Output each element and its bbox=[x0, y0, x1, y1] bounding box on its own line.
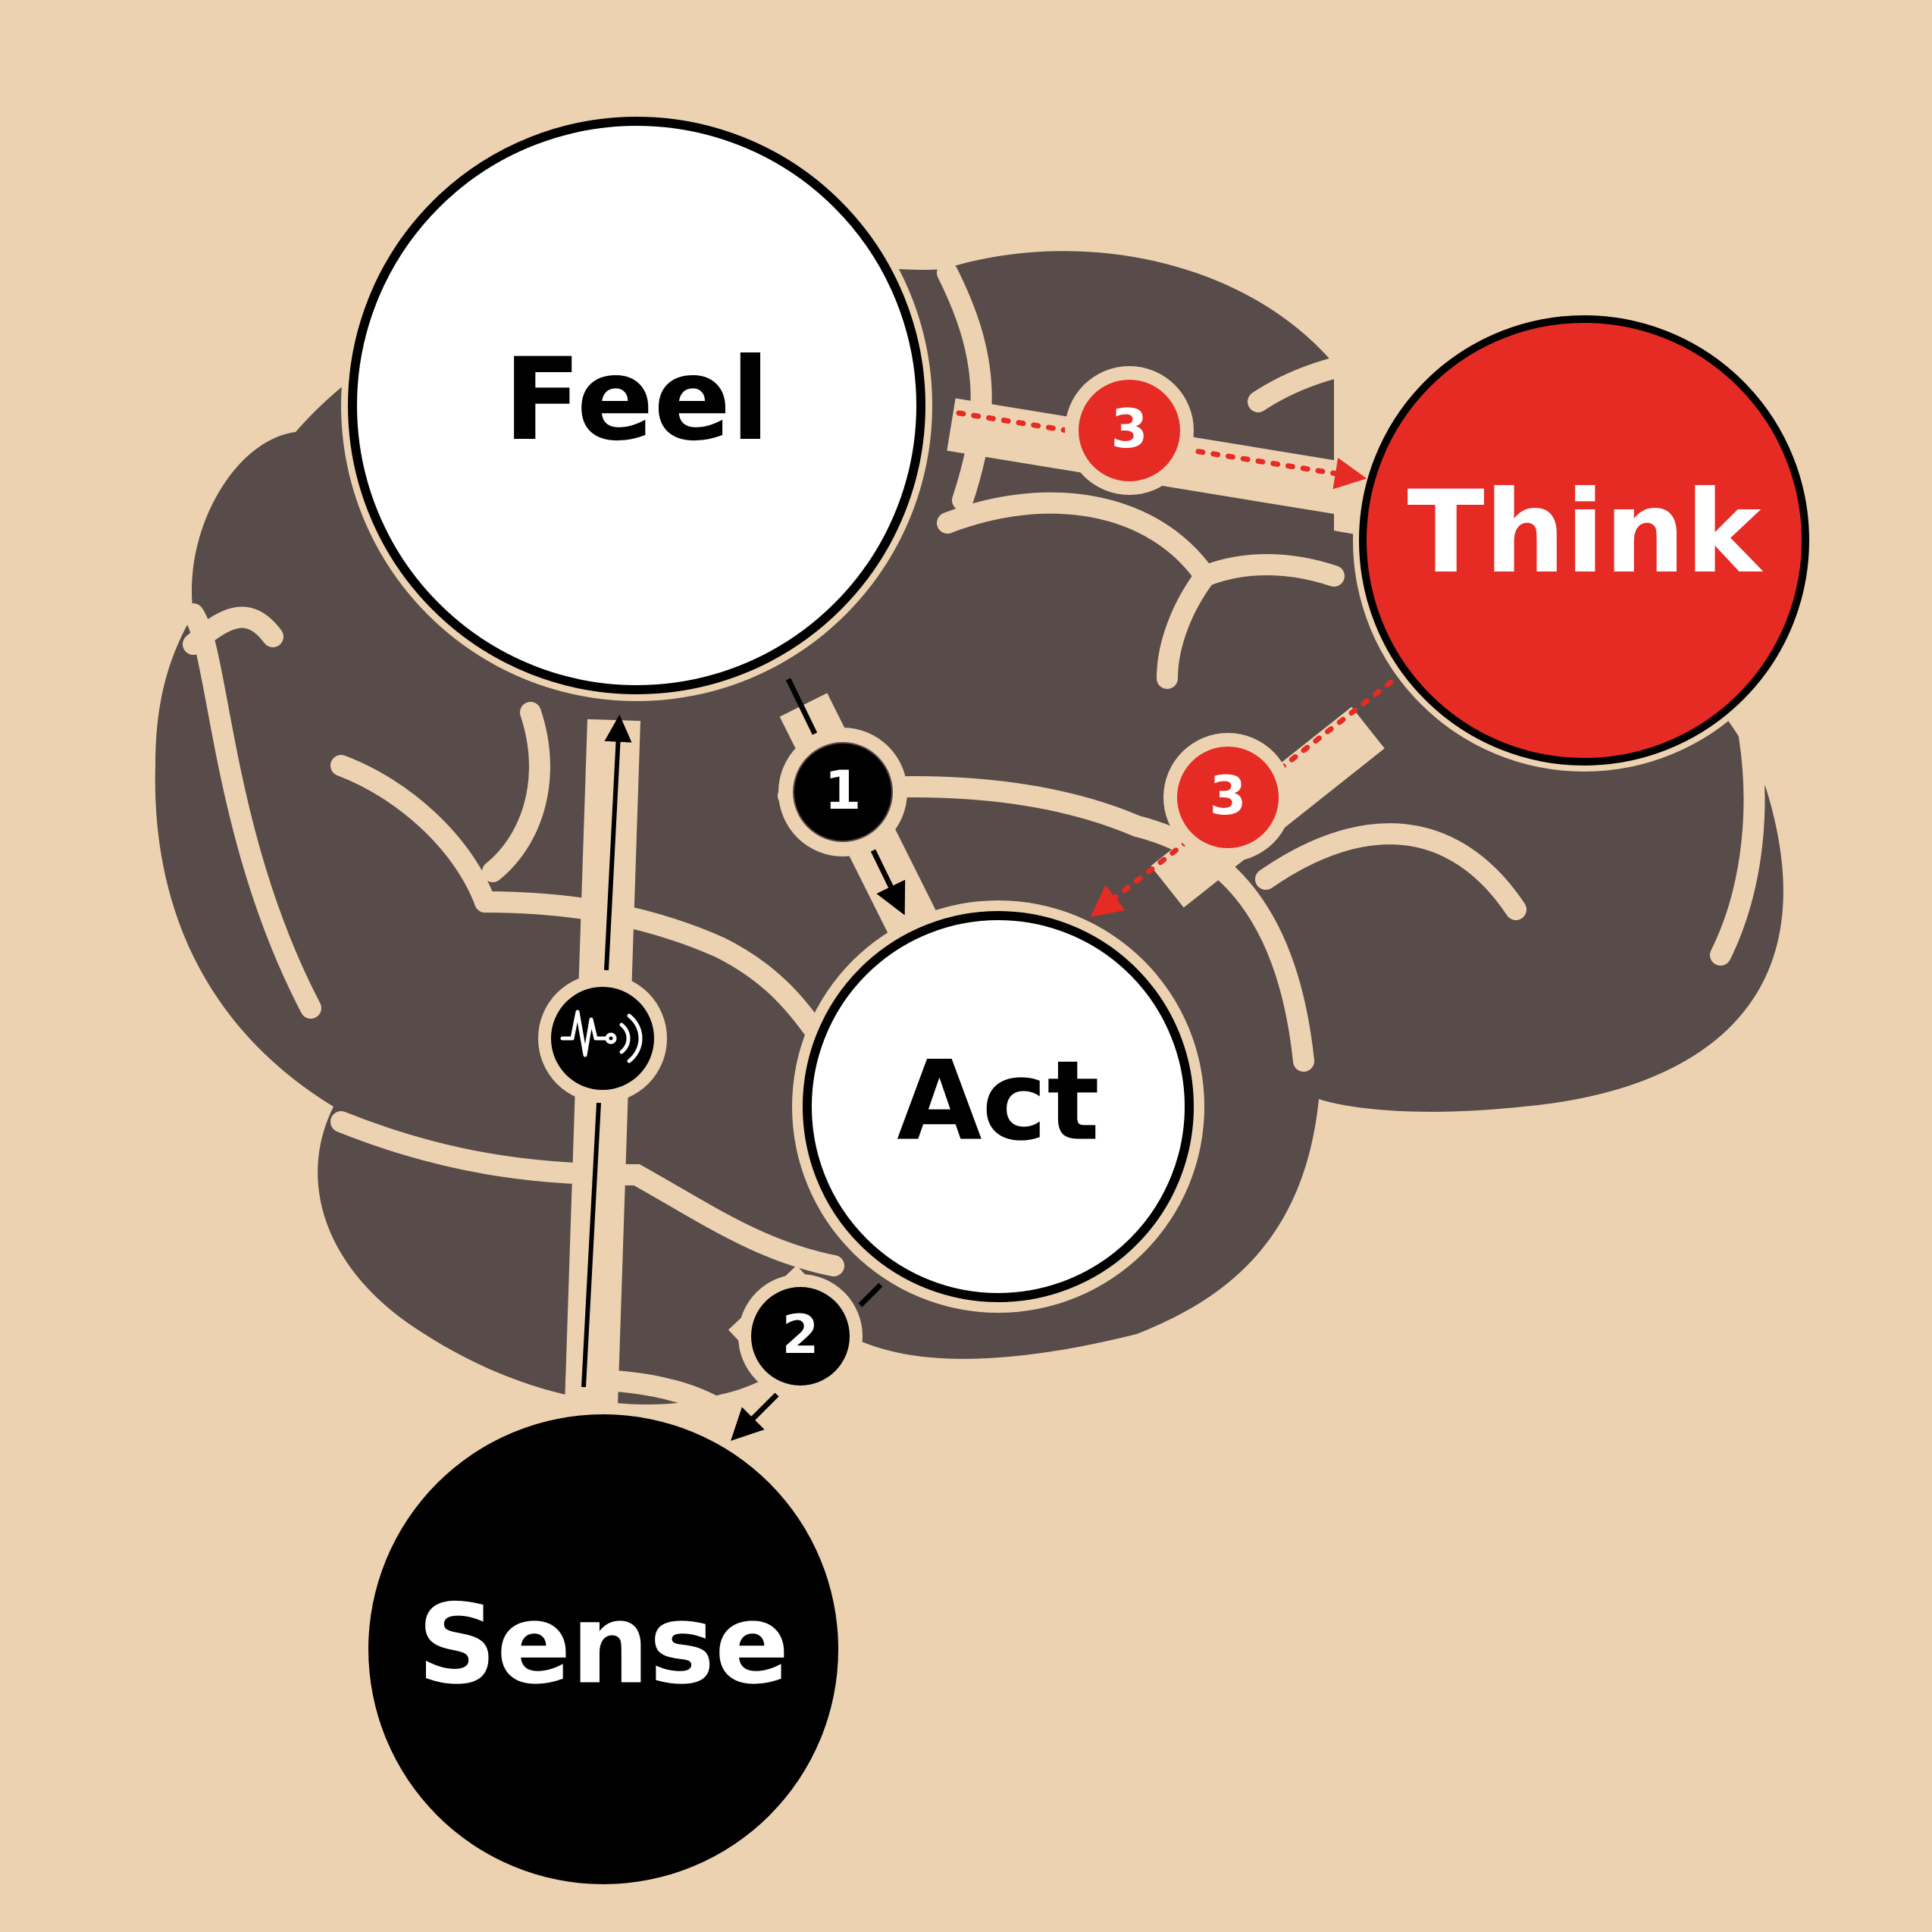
think-node: Think bbox=[1353, 309, 1815, 772]
brain-fold bbox=[1248, 346, 1436, 412]
badge-step-3-right-label: 3 bbox=[1210, 765, 1247, 827]
brain-fold bbox=[330, 1111, 844, 1276]
think-label: Think bbox=[1407, 467, 1763, 599]
act-label: Act bbox=[897, 1038, 1100, 1166]
brain-fold bbox=[937, 492, 1345, 590]
badge-step-2-label: 2 bbox=[782, 1304, 819, 1366]
brain-fold bbox=[1126, 816, 1314, 1072]
arrow-feel-to-act-segment bbox=[785, 678, 818, 735]
brain-fold bbox=[330, 755, 496, 913]
sense-node: Sense bbox=[368, 1414, 838, 1884]
brain-fold bbox=[482, 702, 550, 882]
act-node: Act bbox=[792, 900, 1204, 1313]
badge-step-2: 2 bbox=[738, 1274, 863, 1398]
arrow-act-to-sense-segment bbox=[858, 1282, 883, 1307]
arrow-feel-to-sense bbox=[581, 1102, 601, 1388]
brain-fold bbox=[1255, 823, 1526, 920]
brain-fold bbox=[474, 891, 837, 1057]
brain-fold bbox=[937, 262, 992, 511]
pulse-wave-sensor-icon bbox=[560, 1010, 643, 1063]
arrow-sense-to-feel bbox=[604, 714, 632, 971]
brain-fold bbox=[1710, 694, 1765, 966]
arrow-act-to-sense bbox=[731, 1392, 779, 1441]
sense-label: Sense bbox=[418, 1581, 790, 1709]
brain-fold bbox=[183, 603, 321, 1019]
feel-node: Feel bbox=[341, 110, 932, 701]
sensor-badge bbox=[538, 974, 667, 1103]
arrow-feel-to-act bbox=[870, 849, 906, 916]
brain-fold bbox=[1157, 565, 1216, 689]
badge-step-1-label: 1 bbox=[825, 759, 862, 822]
badge-step-3-right: 3 bbox=[1163, 733, 1292, 862]
feel-label: Feel bbox=[503, 334, 769, 466]
badge-step-1: 1 bbox=[778, 728, 907, 856]
badge-step-3-top: 3 bbox=[1065, 366, 1194, 495]
badge-step-3-top-label: 3 bbox=[1111, 398, 1148, 460]
